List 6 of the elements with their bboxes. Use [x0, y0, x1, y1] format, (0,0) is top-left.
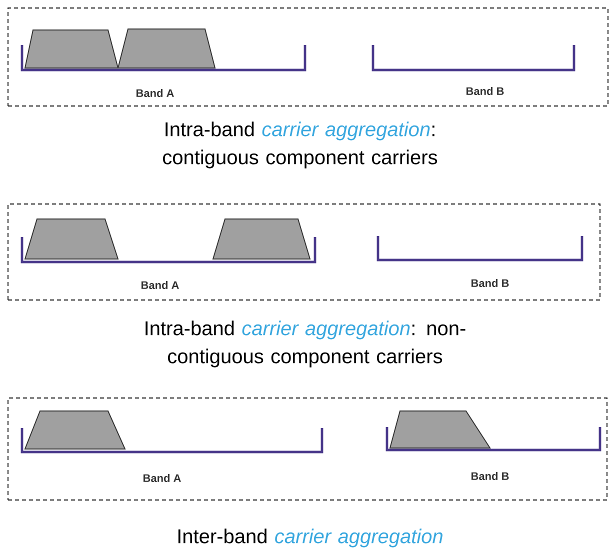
caption: Inter-band carrier aggregation: [178, 528, 442, 548]
band-panel: Band A Band B: [8, 8, 608, 106]
caption: Intra-band carrier aggregation: non-contiguous component carriers: [146, 320, 466, 368]
caption: Intra-band carrier aggregation: contiguous component carriers: [163, 122, 438, 168]
band-panel: Band A Band B: [8, 204, 600, 300]
band-panel: Band A Band B: [8, 398, 608, 500]
